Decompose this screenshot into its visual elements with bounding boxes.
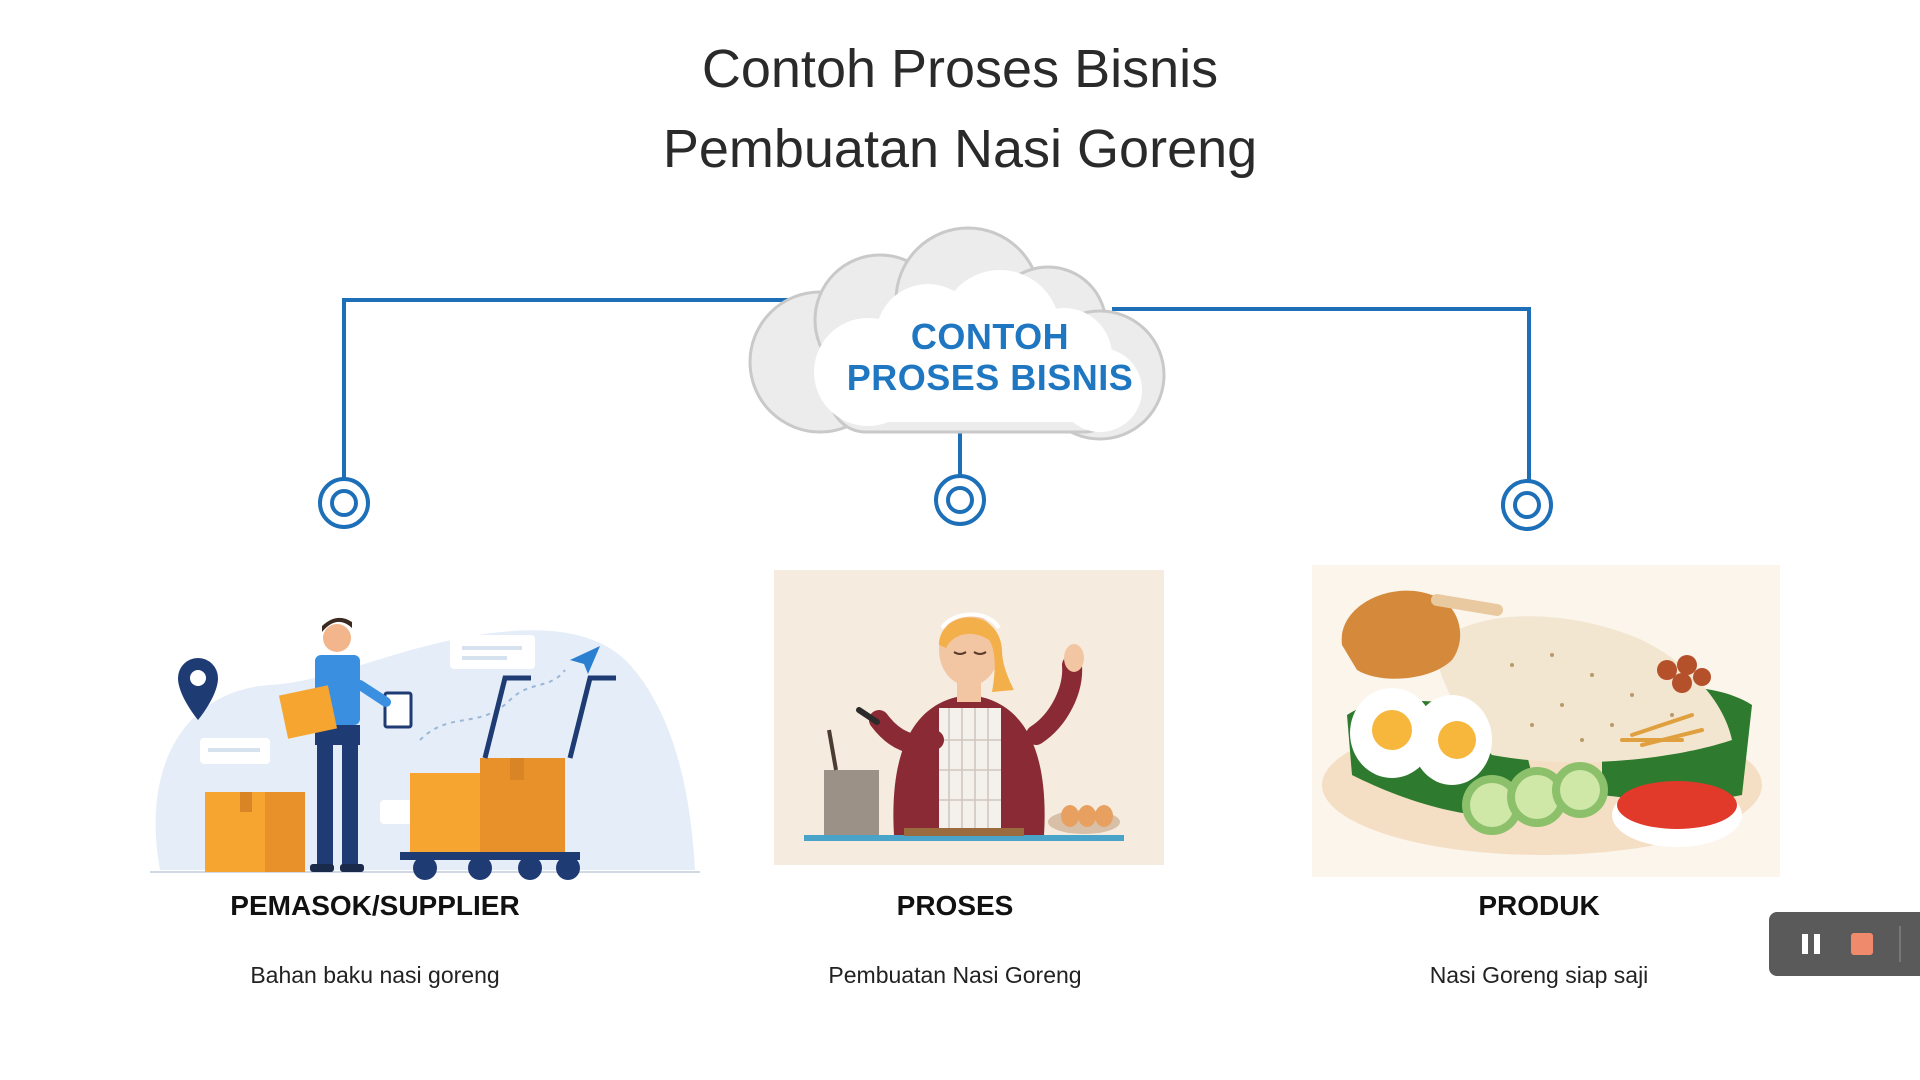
fried-rice-plate-illustration — [1312, 565, 1780, 877]
pause-bar-left — [1802, 934, 1808, 954]
paper-plane-icon — [570, 646, 600, 674]
slide-title-line-1: Contoh Proses Bisnis — [701, 39, 1219, 99]
step-description-supplier: Bahan baku nasi goreng — [250, 962, 500, 988]
connector-diagram — [318, 226, 1553, 531]
supplier-delivery-illustration — [150, 617, 700, 880]
node-circle-supplier — [318, 477, 370, 529]
step-description-proses: Pembuatan Nasi Goreng — [828, 962, 1082, 988]
node-circle-proses — [934, 474, 986, 526]
pause-icon[interactable] — [1799, 932, 1823, 956]
step-description-produk: Nasi Goreng siap saji — [1429, 962, 1649, 988]
cloud-label-line-2: PROSES BISNIS — [846, 357, 1134, 398]
connector-line-left — [342, 298, 822, 480]
connector-line-right — [1112, 307, 1531, 480]
step-title-supplier: PEMASOK/SUPPLIER — [230, 890, 520, 921]
recording-controls — [1769, 912, 1920, 976]
cook-preparing-food-illustration — [774, 570, 1164, 865]
cloud-label-line-1: CONTOH — [910, 316, 1070, 357]
cloud-shape — [748, 226, 1166, 441]
location-pin-icon — [178, 658, 218, 720]
step-title-produk: PRODUK — [1478, 890, 1600, 921]
step-title-proses: PROSES — [896, 890, 1014, 921]
slide-title-line-2: Pembuatan Nasi Goreng — [662, 119, 1258, 179]
pause-bar-right — [1814, 934, 1820, 954]
divider — [1899, 926, 1901, 962]
node-circle-produk — [1501, 479, 1553, 531]
stop-icon[interactable] — [1851, 933, 1873, 955]
